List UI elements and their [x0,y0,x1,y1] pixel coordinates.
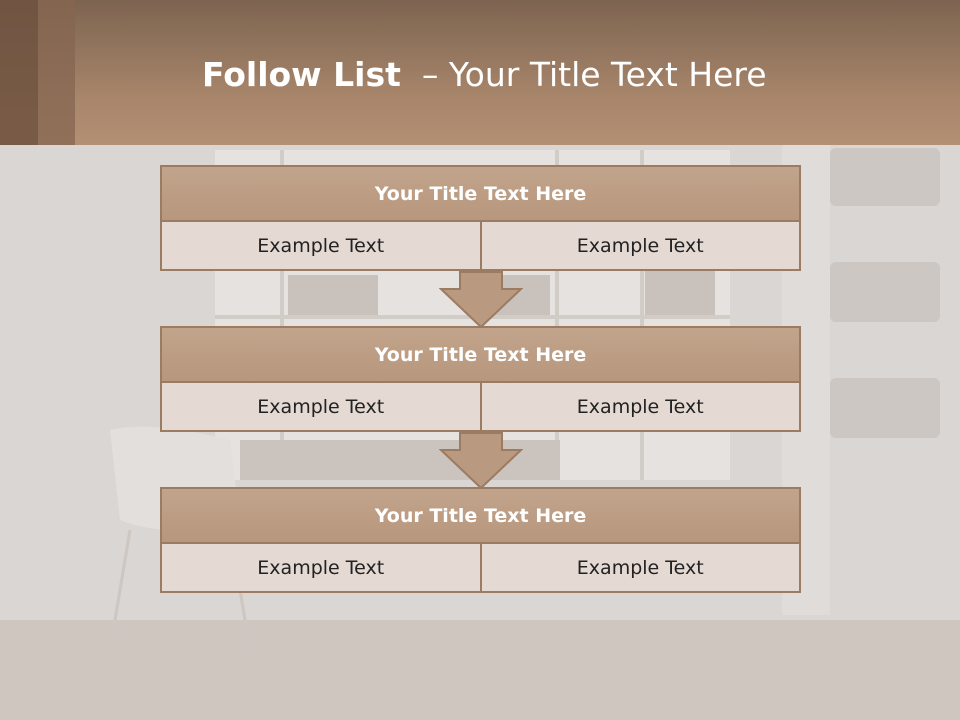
header-accent-stripe [38,0,75,145]
block-row: Example Text Example Text [160,222,801,271]
block-cell-left: Example Text [160,383,482,432]
down-arrow-icon [439,271,523,329]
block-heading: Your Title Text Here [160,326,801,383]
list-block-3: Your Title Text Here Example Text Exampl… [160,487,801,593]
list-block-1: Your Title Text Here Example Text Exampl… [160,165,801,271]
block-cell-right: Example Text [481,383,801,432]
block-heading: Your Title Text Here [160,165,801,222]
block-heading: Your Title Text Here [160,487,801,544]
header-band [0,0,960,145]
slide-title: Follow List – Your Title Text Here [202,55,767,94]
slide-title-bold: Follow List [202,55,401,94]
down-arrow-icon [439,432,523,490]
block-row: Example Text Example Text [160,544,801,593]
block-cell-left: Example Text [160,544,482,593]
block-cell-right: Example Text [481,222,801,271]
header-accent-stripe [0,0,38,145]
slide-title-rest: – Your Title Text Here [421,55,767,94]
block-cell-right: Example Text [481,544,801,593]
block-row: Example Text Example Text [160,383,801,432]
list-block-2: Your Title Text Here Example Text Exampl… [160,326,801,432]
block-cell-left: Example Text [160,222,482,271]
